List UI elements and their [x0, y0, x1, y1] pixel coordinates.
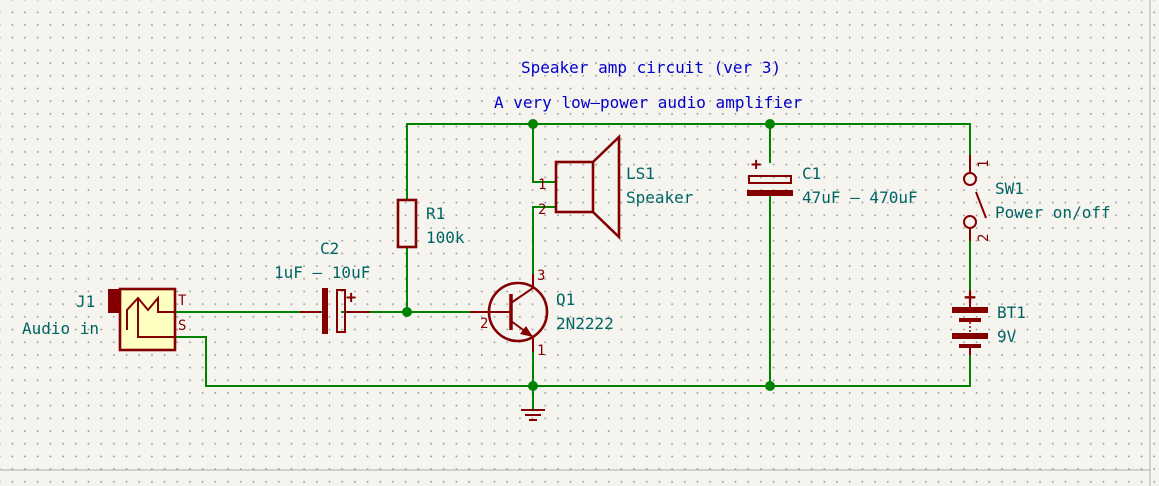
wire-top-to-speaker — [532, 123, 557, 183]
j1-pin-s-label: S — [178, 318, 186, 334]
r1-value: 100k — [426, 228, 465, 247]
q1-transistor: 3 2 1 — [470, 268, 549, 359]
ls1-speaker: 1 2 — [538, 133, 621, 241]
q1-pin-emitter-label: 1 — [537, 343, 545, 359]
j1-pin-t-label: T — [178, 293, 187, 309]
c1-capacitor: + — [747, 155, 793, 196]
sw1-reference: SW1 — [995, 179, 1024, 198]
junction-bottom-emitter — [528, 381, 538, 391]
q1-pin-base-label: 2 — [480, 316, 488, 332]
schematic-subtitle: A very low–power audio amplifier — [494, 93, 803, 112]
c2-capacitor: + — [300, 288, 370, 334]
r1-resistor — [396, 198, 418, 249]
schematic-title: Speaker amp circuit (ver 3) — [521, 58, 781, 77]
junction-top-speaker — [528, 119, 538, 129]
r1-reference: R1 — [426, 204, 445, 223]
bt1-plus-sign: + — [964, 285, 976, 309]
wire-sleeve — [174, 336, 207, 387]
q1-value: 2N2222 — [556, 314, 614, 333]
sw1-switch: 1 2 — [963, 155, 992, 242]
bt1-reference: BT1 — [997, 303, 1026, 322]
j1-reference: J1 — [76, 292, 95, 311]
c2-plus-sign: + — [346, 288, 356, 308]
sw1-pin1-label: 1 — [976, 160, 992, 168]
junction-bottom-c1 — [765, 381, 775, 391]
j1-audio-jack: T S — [108, 287, 187, 352]
q1-pin-collector-label: 3 — [537, 268, 545, 284]
ground-symbol — [521, 409, 545, 421]
sw1-value: Power on/off — [995, 203, 1111, 222]
ls1-reference: LS1 — [626, 164, 655, 183]
wire-speaker-to-collector — [532, 206, 557, 275]
c1-value: 47uF – 470uF — [802, 188, 918, 207]
c1-reference: C1 — [802, 164, 821, 183]
c2-reference: C2 — [320, 239, 339, 258]
q1-reference: Q1 — [556, 290, 575, 309]
ls1-value: Speaker — [626, 188, 694, 207]
junction-base-r1 — [402, 307, 412, 317]
bt1-value: 9V — [997, 327, 1017, 346]
j1-value: Audio in — [22, 319, 99, 338]
c1-plus-sign: + — [751, 155, 761, 175]
ls1-pin1-label: 1 — [538, 177, 546, 193]
c2-value: 1uF – 10uF — [274, 263, 370, 282]
ls1-pin2-label: 2 — [538, 202, 546, 218]
junctions — [402, 119, 775, 391]
sw1-pin2-label: 2 — [976, 234, 992, 242]
wires — [174, 123, 971, 411]
junction-top-c1 — [765, 119, 775, 129]
bt1-battery: + — [952, 285, 988, 355]
